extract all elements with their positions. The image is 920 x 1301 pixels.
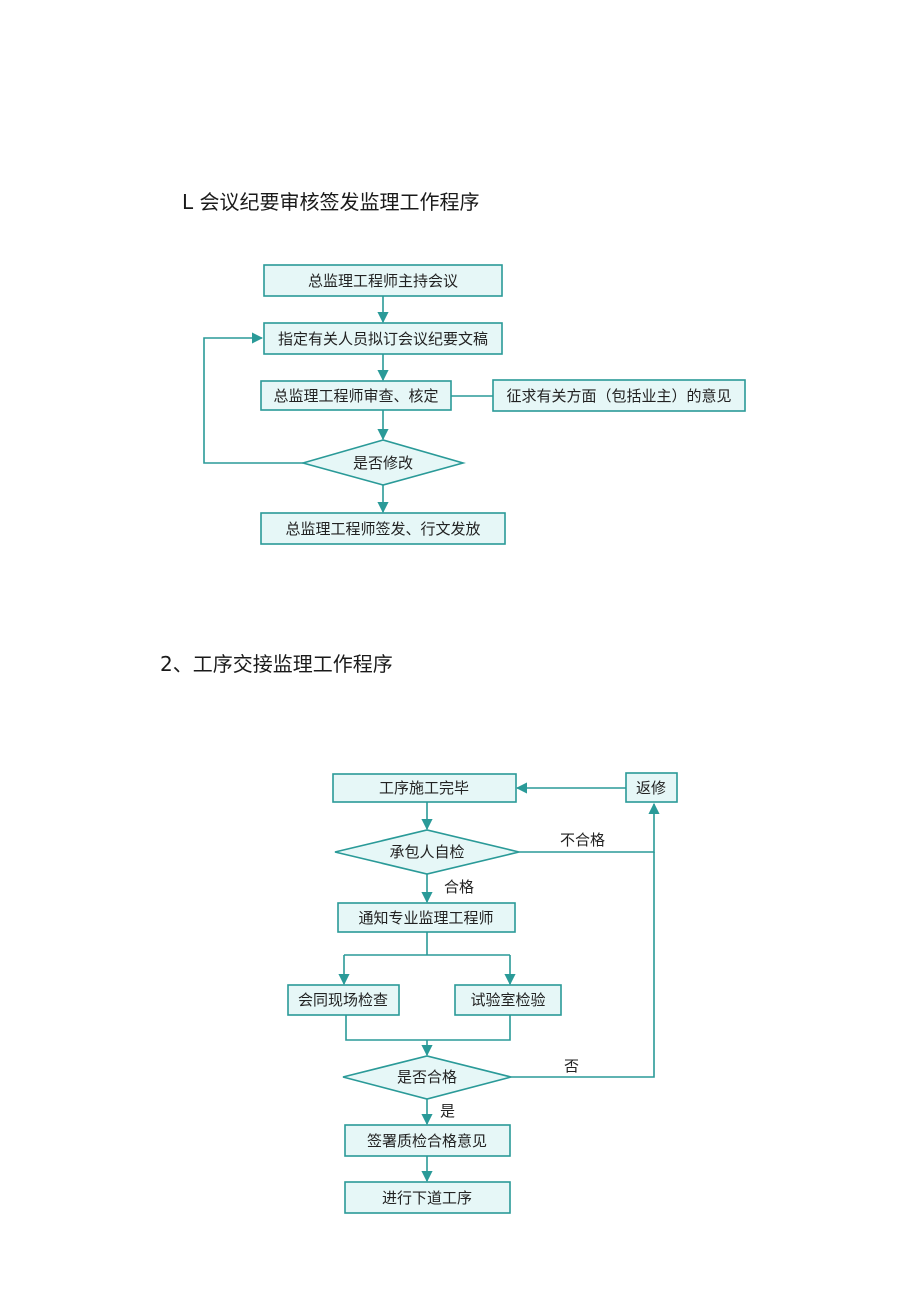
flow1-edges (203, 296, 493, 514)
flow1-node-draft-label: 指定有关人员拟订会议纪要文稿 (278, 330, 488, 348)
flow1-node-review: 总监理工程师审查、核定 (260, 380, 452, 411)
flow2-node-sign: 签署质检合格意见 (344, 1124, 511, 1157)
flow2-node-notify-box (337, 902, 516, 933)
flow2-node-site-check-label: 会同现场检查 (298, 991, 388, 1009)
flow1-node-opinion: 征求有关方面（包括业主）的意见 (492, 379, 746, 412)
flow1-node-opinion-label: 征求有关方面（包括业主）的意见 (506, 387, 731, 405)
flow1-node-draft: 指定有关人员拟订会议纪要文稿 (263, 322, 503, 355)
heading-2: 2、工序交接监理工作程序 (160, 652, 393, 676)
edge-f2-d2-no (511, 852, 655, 1078)
flow2-label-fail: 不合格 (560, 831, 605, 849)
flow2-node-site-check: 会同现场检查 (287, 984, 400, 1016)
flow2-node-site-check-box (287, 984, 400, 1016)
flow2-node-next-box (344, 1181, 511, 1214)
flow2-node-lab-test-label: 试验室检验 (470, 991, 545, 1009)
flow1-node-review-label: 总监理工程师审查、核定 (273, 387, 438, 405)
heading-1: L 会议纪要审核签发监理工作程序 (182, 190, 480, 214)
flow2-node-rework-box (625, 772, 678, 803)
flow2-node-sign-box (344, 1124, 511, 1157)
flow2-edges (338, 782, 660, 1183)
flow1-decision-modify-shape (300, 439, 466, 486)
flow2-node-finish-box (332, 773, 517, 803)
edge-f1-d1-loop (203, 332, 303, 464)
flow2-label-yes: 是 (440, 1102, 455, 1120)
flow2-label-no: 否 (564, 1057, 579, 1075)
flow1-node-host-box (263, 264, 503, 297)
flow2-node-lab-test: 试验室检验 (454, 984, 562, 1016)
flow1-decision-modify: 是否修改 (300, 439, 466, 486)
flow1-node-host: 总监理工程师主持会议 (263, 264, 503, 297)
flow2-node-finish-label: 工序施工完毕 (379, 779, 469, 797)
flow2-node-finish: 工序施工完毕 (332, 773, 517, 803)
flow1-node-issue-label: 总监理工程师签发、行文发放 (285, 520, 480, 538)
flow2-node-rework-label: 返修 (636, 779, 666, 797)
flow2-node-notify: 通知专业监理工程师 (337, 902, 516, 933)
flow1-node-draft-box (263, 322, 503, 355)
flow1-decision-modify-label: 是否修改 (353, 454, 413, 472)
flow1-node-host-label: 总监理工程师主持会议 (308, 272, 458, 290)
flow2-node-sign-label: 签署质检合格意见 (367, 1132, 487, 1150)
flow2-node-next: 进行下道工序 (344, 1181, 511, 1214)
flow2-decision-selfcheck-shape (334, 829, 520, 875)
flow2-decision-qualified: 是否合格 (342, 1055, 512, 1100)
flow2-decision-qualified-label: 是否合格 (397, 1068, 457, 1086)
flow1-node-opinion-box (492, 379, 746, 412)
flow2-node-rework: 返修 (625, 772, 678, 803)
flow2-decision-selfcheck: 承包人自检 (334, 829, 520, 875)
flow1-node-issue: 总监理工程师签发、行文发放 (260, 512, 506, 545)
flow1-node-review-box (260, 380, 452, 411)
flow2-node-lab-test-box (454, 984, 562, 1016)
flow2-node-notify-label: 通知专业监理工程师 (358, 909, 493, 927)
flow2-decision-selfcheck-label: 承包人自检 (389, 843, 464, 861)
flow2-label-pass: 合格 (444, 878, 474, 896)
flow2-node-next-label: 进行下道工序 (382, 1189, 472, 1207)
flow1-node-issue-box (260, 512, 506, 545)
edge-f2-merge (345, 1015, 511, 1041)
flow2-decision-qualified-shape (342, 1055, 512, 1100)
